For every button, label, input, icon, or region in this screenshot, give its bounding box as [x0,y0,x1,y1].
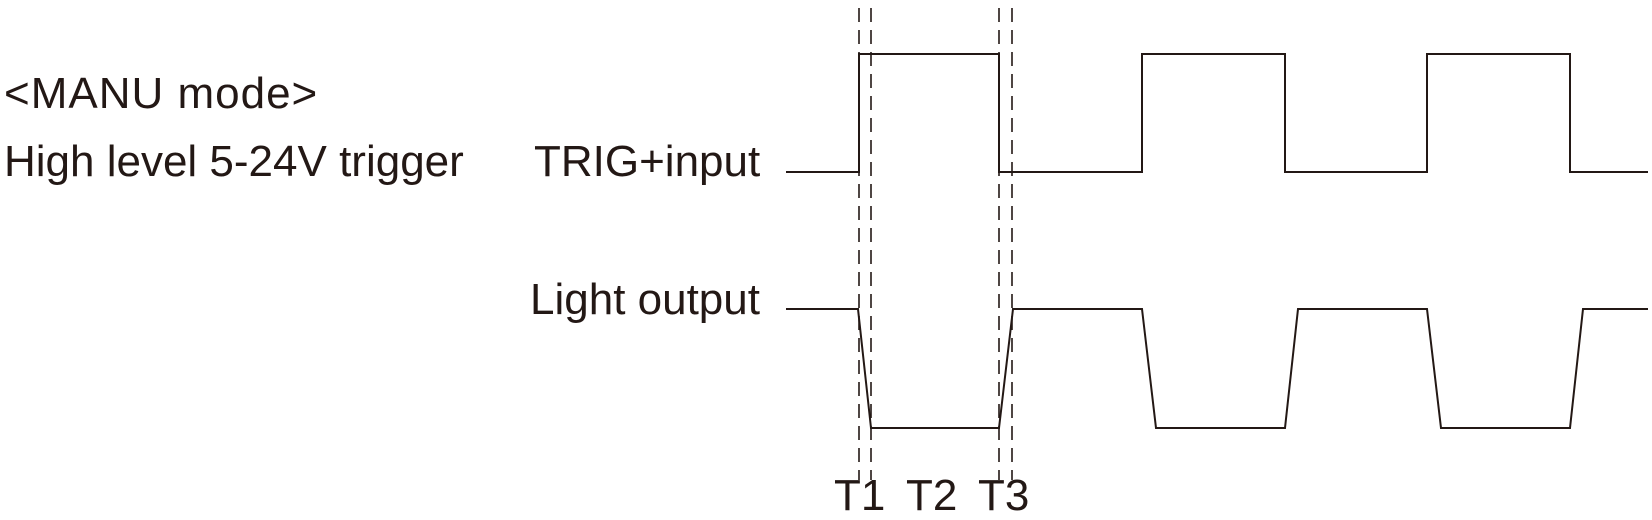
light-output-label: Light output [530,275,760,324]
trigger-description: High level 5-24V trigger [4,137,464,186]
timing-label-t1: T1 [834,471,886,520]
light-output-waveform [786,308,1648,429]
mode-title: <MANU mode> [4,69,319,118]
trig-input-waveform [786,53,1648,173]
timing-label-t2: T2 [906,471,958,520]
timing-label-t3: T3 [978,471,1030,520]
trig-input-label: TRIG+input [534,137,761,186]
